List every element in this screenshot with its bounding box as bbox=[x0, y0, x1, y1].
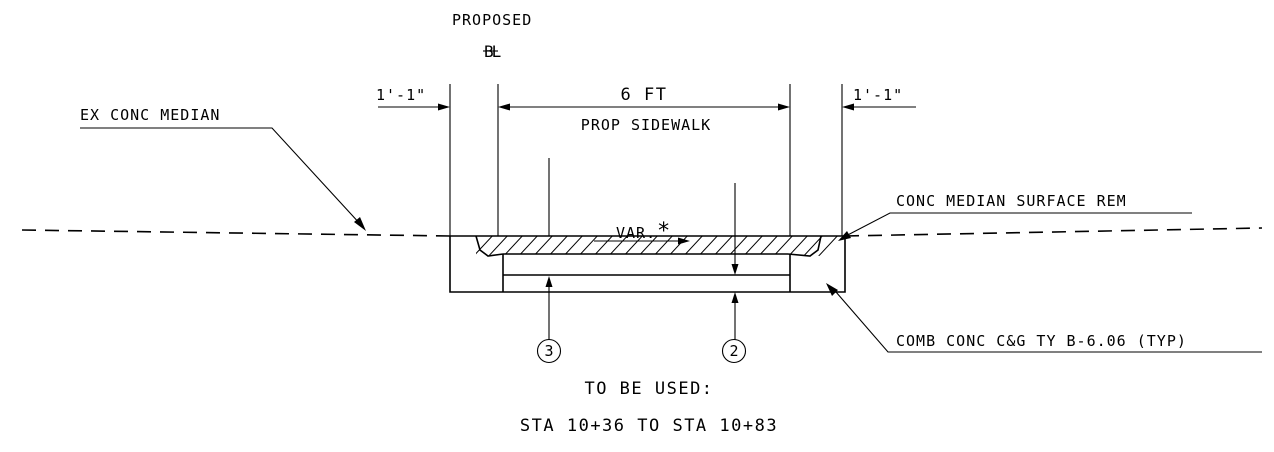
comb-conc-leader bbox=[835, 291, 1262, 353]
ex-conc-median-label: EX CONC MEDIAN bbox=[80, 106, 220, 124]
hatch-line bbox=[814, 236, 842, 256]
conc-median-surface-rem-arrow bbox=[838, 231, 851, 241]
dim-arrow-right bbox=[842, 103, 854, 111]
comb-conc-label: COMB CONC C&G TY B-6.06 (TYP) bbox=[896, 332, 1187, 350]
ex-conc-median-leader bbox=[80, 127, 363, 227]
dim-left-label: 1'-1" bbox=[376, 86, 426, 104]
callout-3-number: 3 bbox=[544, 342, 553, 360]
callout-2-lower-arrow bbox=[731, 292, 739, 303]
var-label: VAR. bbox=[616, 224, 656, 242]
conc-median-surface-rem-leader bbox=[841, 212, 1192, 239]
asterisk-mark: * bbox=[657, 219, 672, 244]
var-arrow-head bbox=[678, 237, 690, 245]
dim-center-label: 6 FT bbox=[621, 85, 668, 105]
station-range-label: STA 10+36 TO STA 10+83 bbox=[520, 416, 778, 436]
hatch-line bbox=[476, 236, 497, 256]
dim-arrow-center-right bbox=[778, 103, 790, 111]
dim-arrow-left bbox=[438, 103, 450, 111]
callout-2-circle bbox=[721, 338, 747, 364]
callout-2-number: 2 bbox=[729, 342, 738, 360]
ex-conc-median-arrow bbox=[354, 217, 366, 231]
dim-right-label: 1'-1" bbox=[853, 86, 903, 104]
baseline-symbol: BL bbox=[483, 42, 503, 61]
to-be-used-label: TO BE USED: bbox=[584, 379, 713, 399]
conc-median-surface-rem-label: CONC MEDIAN SURFACE REM bbox=[896, 192, 1127, 210]
existing-median-line-left bbox=[21, 229, 451, 237]
callout-3-circle bbox=[536, 338, 562, 364]
existing-median-line-right bbox=[844, 227, 1263, 237]
proposed-label: PROPOSED bbox=[452, 11, 532, 29]
dim-arrow-center-left bbox=[498, 103, 510, 111]
comb-conc-arrow bbox=[826, 283, 838, 296]
callout-2-upper-arrow bbox=[731, 264, 739, 275]
prop-sidewalk-label: PROP SIDEWALK bbox=[581, 116, 711, 134]
concrete-section bbox=[449, 235, 846, 293]
callout-3-lower-arrow bbox=[545, 276, 553, 287]
